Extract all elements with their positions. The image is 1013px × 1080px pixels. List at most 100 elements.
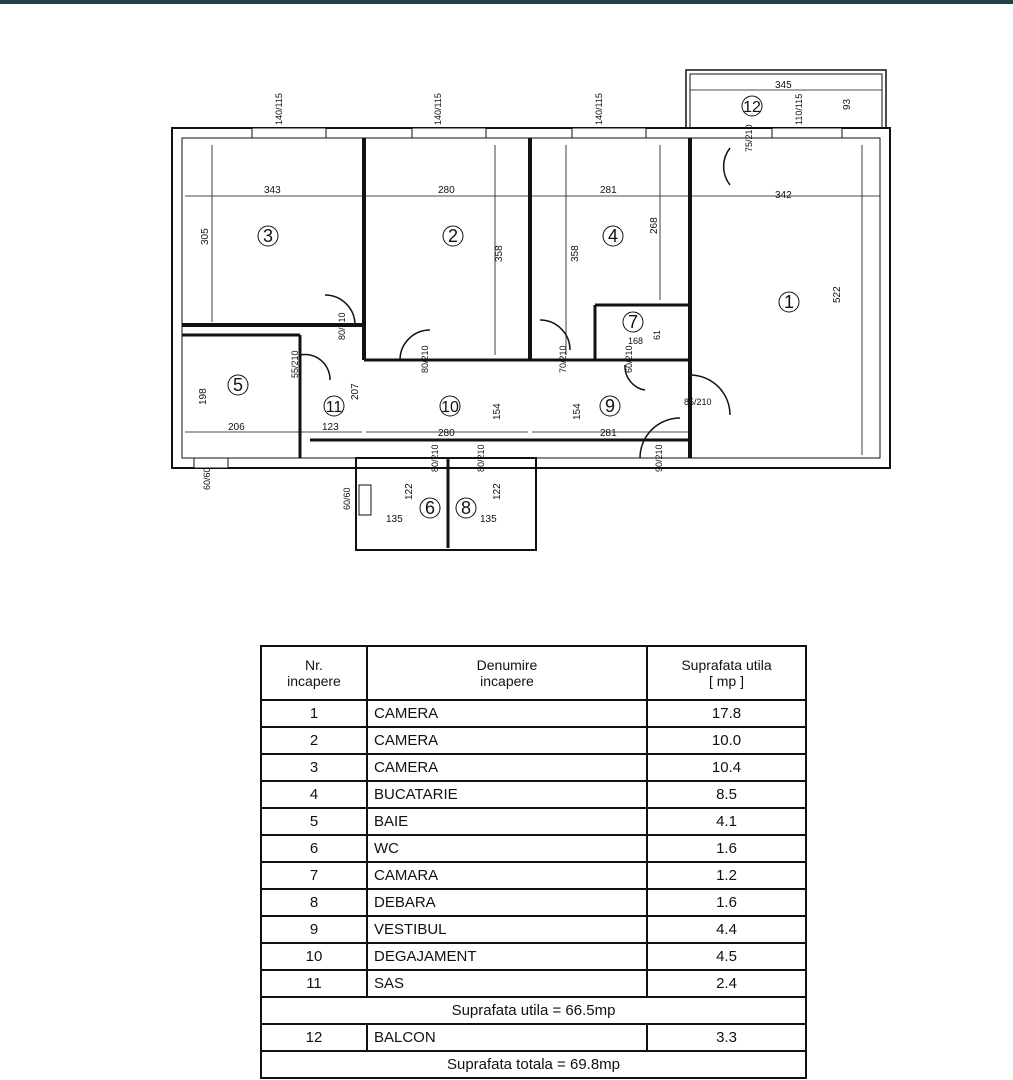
subtotal-row: Suprafata utila = 66.5mp (260, 996, 807, 1025)
room-area: 3.3 (646, 1023, 807, 1052)
door-label: 90/210 (654, 444, 664, 472)
dim-room-2-h: 358 (494, 245, 505, 262)
room-area: 10.4 (646, 753, 807, 782)
dim-room-8-h: 122 (492, 483, 503, 500)
floor-plan: 1 2 3 4 5 6 7 8 9 10 11 12 522 342 280 3… (171, 69, 891, 551)
room-area: 1.2 (646, 861, 807, 890)
room-name: SAS (366, 969, 648, 998)
door-label: 60/210 (624, 345, 634, 373)
room-nr: 12 (260, 1023, 368, 1052)
room-nr: 6 (260, 834, 368, 863)
svg-text:7: 7 (628, 312, 638, 332)
room-area: 8.5 (646, 780, 807, 809)
svg-text:6: 6 (425, 498, 435, 518)
room-nr: 9 (260, 915, 368, 944)
door-label: 55/210 (290, 350, 300, 378)
room-name: BALCON (366, 1023, 648, 1052)
room-nr: 8 (260, 888, 368, 917)
dim-room-8-w: 135 (480, 514, 497, 525)
room-6-label: 6 (419, 497, 441, 519)
room-area: 4.1 (646, 807, 807, 836)
room-name: DEBARA (366, 888, 648, 917)
room-name: CAMERA (366, 753, 648, 782)
dim-room-11-w: 123 (322, 422, 339, 433)
room-nr: 11 (260, 969, 368, 998)
dim-room-12-w: 345 (775, 80, 792, 91)
svg-text:11: 11 (326, 399, 343, 416)
room-numbers: 1 2 3 4 5 6 7 8 9 10 11 12 (227, 95, 800, 519)
room-nr: 10 (260, 942, 368, 971)
door-label: 80/210 (337, 312, 347, 340)
room-nr: 4 (260, 780, 368, 809)
room-nr: 2 (260, 726, 368, 755)
room-nr: 1 (260, 699, 368, 728)
table-header-row: Nr. incapere Denumire incapere Suprafata… (260, 645, 807, 701)
top-bar (0, 0, 1013, 4)
room-2-label: 2 (442, 225, 464, 247)
room-area: 4.4 (646, 915, 807, 944)
dim-room-2-w: 280 (438, 185, 455, 196)
dim-room-1-h: 522 (832, 286, 843, 303)
room-area: 10.0 (646, 726, 807, 755)
windows (193, 127, 843, 469)
room-12-label: 12 (741, 95, 763, 117)
total-row: Suprafata totala = 69.8mp (260, 1050, 807, 1079)
room-area: 1.6 (646, 834, 807, 863)
svg-text:12: 12 (743, 99, 761, 116)
room-4-label: 4 (602, 225, 624, 247)
door-label: 70/210 (558, 345, 568, 373)
dim-room-3-h: 305 (200, 228, 211, 245)
window-label: 110/115 (794, 94, 804, 125)
header-name: Denumire incapere (366, 645, 648, 701)
room-area: 1.6 (646, 888, 807, 917)
room-name: CAMARA (366, 861, 648, 890)
window-label: 140/115 (433, 93, 443, 125)
window-label: 140/115 (274, 93, 284, 125)
svg-text:9: 9 (605, 396, 615, 416)
dim-room-4-w: 281 (600, 185, 617, 196)
dim-room-1-w: 342 (775, 190, 792, 201)
svg-text:2: 2 (448, 226, 458, 246)
room-nr: 3 (260, 753, 368, 782)
svg-text:3: 3 (263, 226, 273, 246)
dim-room-11-h: 207 (350, 383, 361, 400)
room-1-label: 1 (778, 291, 800, 313)
dim-room-3-w: 343 (264, 185, 281, 196)
header-nr: Nr. incapere (260, 645, 368, 701)
room-name: CAMERA (366, 699, 648, 728)
room-7-label: 7 (622, 311, 644, 333)
room-11-label: 11 (323, 395, 345, 417)
svg-text:8: 8 (461, 498, 471, 518)
window-label: 60/60 (342, 487, 352, 510)
dim-room-9-w: 281 (600, 428, 617, 439)
dim-room-9-h: 154 (572, 403, 583, 420)
door-swings (299, 147, 731, 459)
subtotal-text: Suprafata utila = 66.5mp (260, 996, 807, 1025)
total-text: Suprafata totala = 69.8mp (260, 1050, 807, 1079)
room-3-label: 3 (257, 225, 279, 247)
room-name: BUCATARIE (366, 780, 648, 809)
room-name: CAMERA (366, 726, 648, 755)
dim-room-10-h: 154 (492, 403, 503, 420)
dim-room-4-h2: 268 (649, 217, 660, 234)
svg-text:1: 1 (784, 292, 794, 312)
room-9-label: 9 (599, 395, 621, 417)
room-area: 2.4 (646, 969, 807, 998)
room-nr: 7 (260, 861, 368, 890)
door-label: 85/210 (684, 397, 712, 407)
room-nr: 5 (260, 807, 368, 836)
room-5-label: 5 (227, 374, 249, 396)
room-area: 17.8 (646, 699, 807, 728)
dim-room-12-h: 93 (842, 98, 853, 110)
